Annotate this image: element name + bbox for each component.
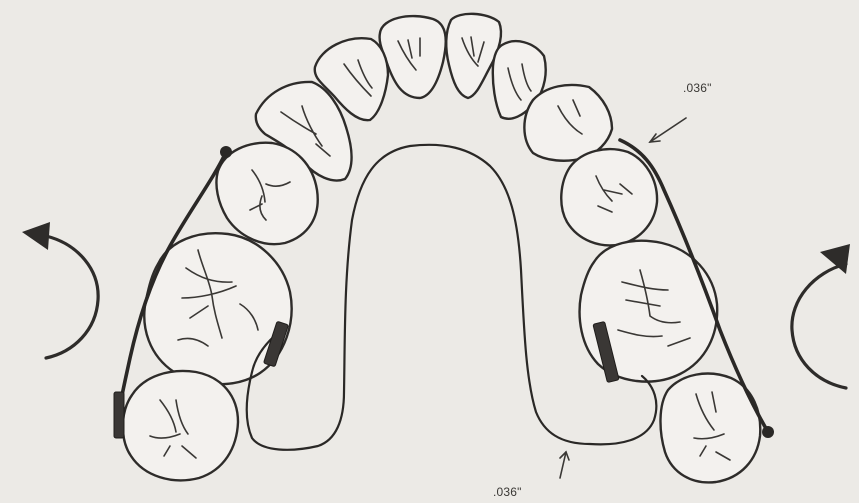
canines bbox=[256, 82, 612, 181]
first-molars bbox=[144, 233, 717, 384]
label-pointer-bottom bbox=[560, 452, 569, 478]
wire-gauge-label-bottom: .036" bbox=[493, 485, 522, 499]
curved-arrow-counterclockwise-icon bbox=[22, 222, 98, 358]
incisors bbox=[315, 14, 546, 120]
right-wire-hook-bottom bbox=[762, 426, 774, 438]
curved-arrow-clockwise-icon bbox=[792, 244, 850, 388]
first-molar-right bbox=[580, 241, 718, 382]
wire-gauge-label-top: .036" bbox=[683, 81, 712, 95]
central-incisor-left bbox=[380, 16, 446, 98]
left-wire-hook-top bbox=[220, 146, 232, 158]
second-molars bbox=[123, 371, 760, 482]
second-molar-left bbox=[123, 371, 238, 480]
left-distal-band bbox=[114, 392, 124, 438]
label-pointer-top bbox=[650, 118, 686, 142]
premolars bbox=[216, 143, 657, 246]
premolar-left bbox=[216, 143, 317, 244]
